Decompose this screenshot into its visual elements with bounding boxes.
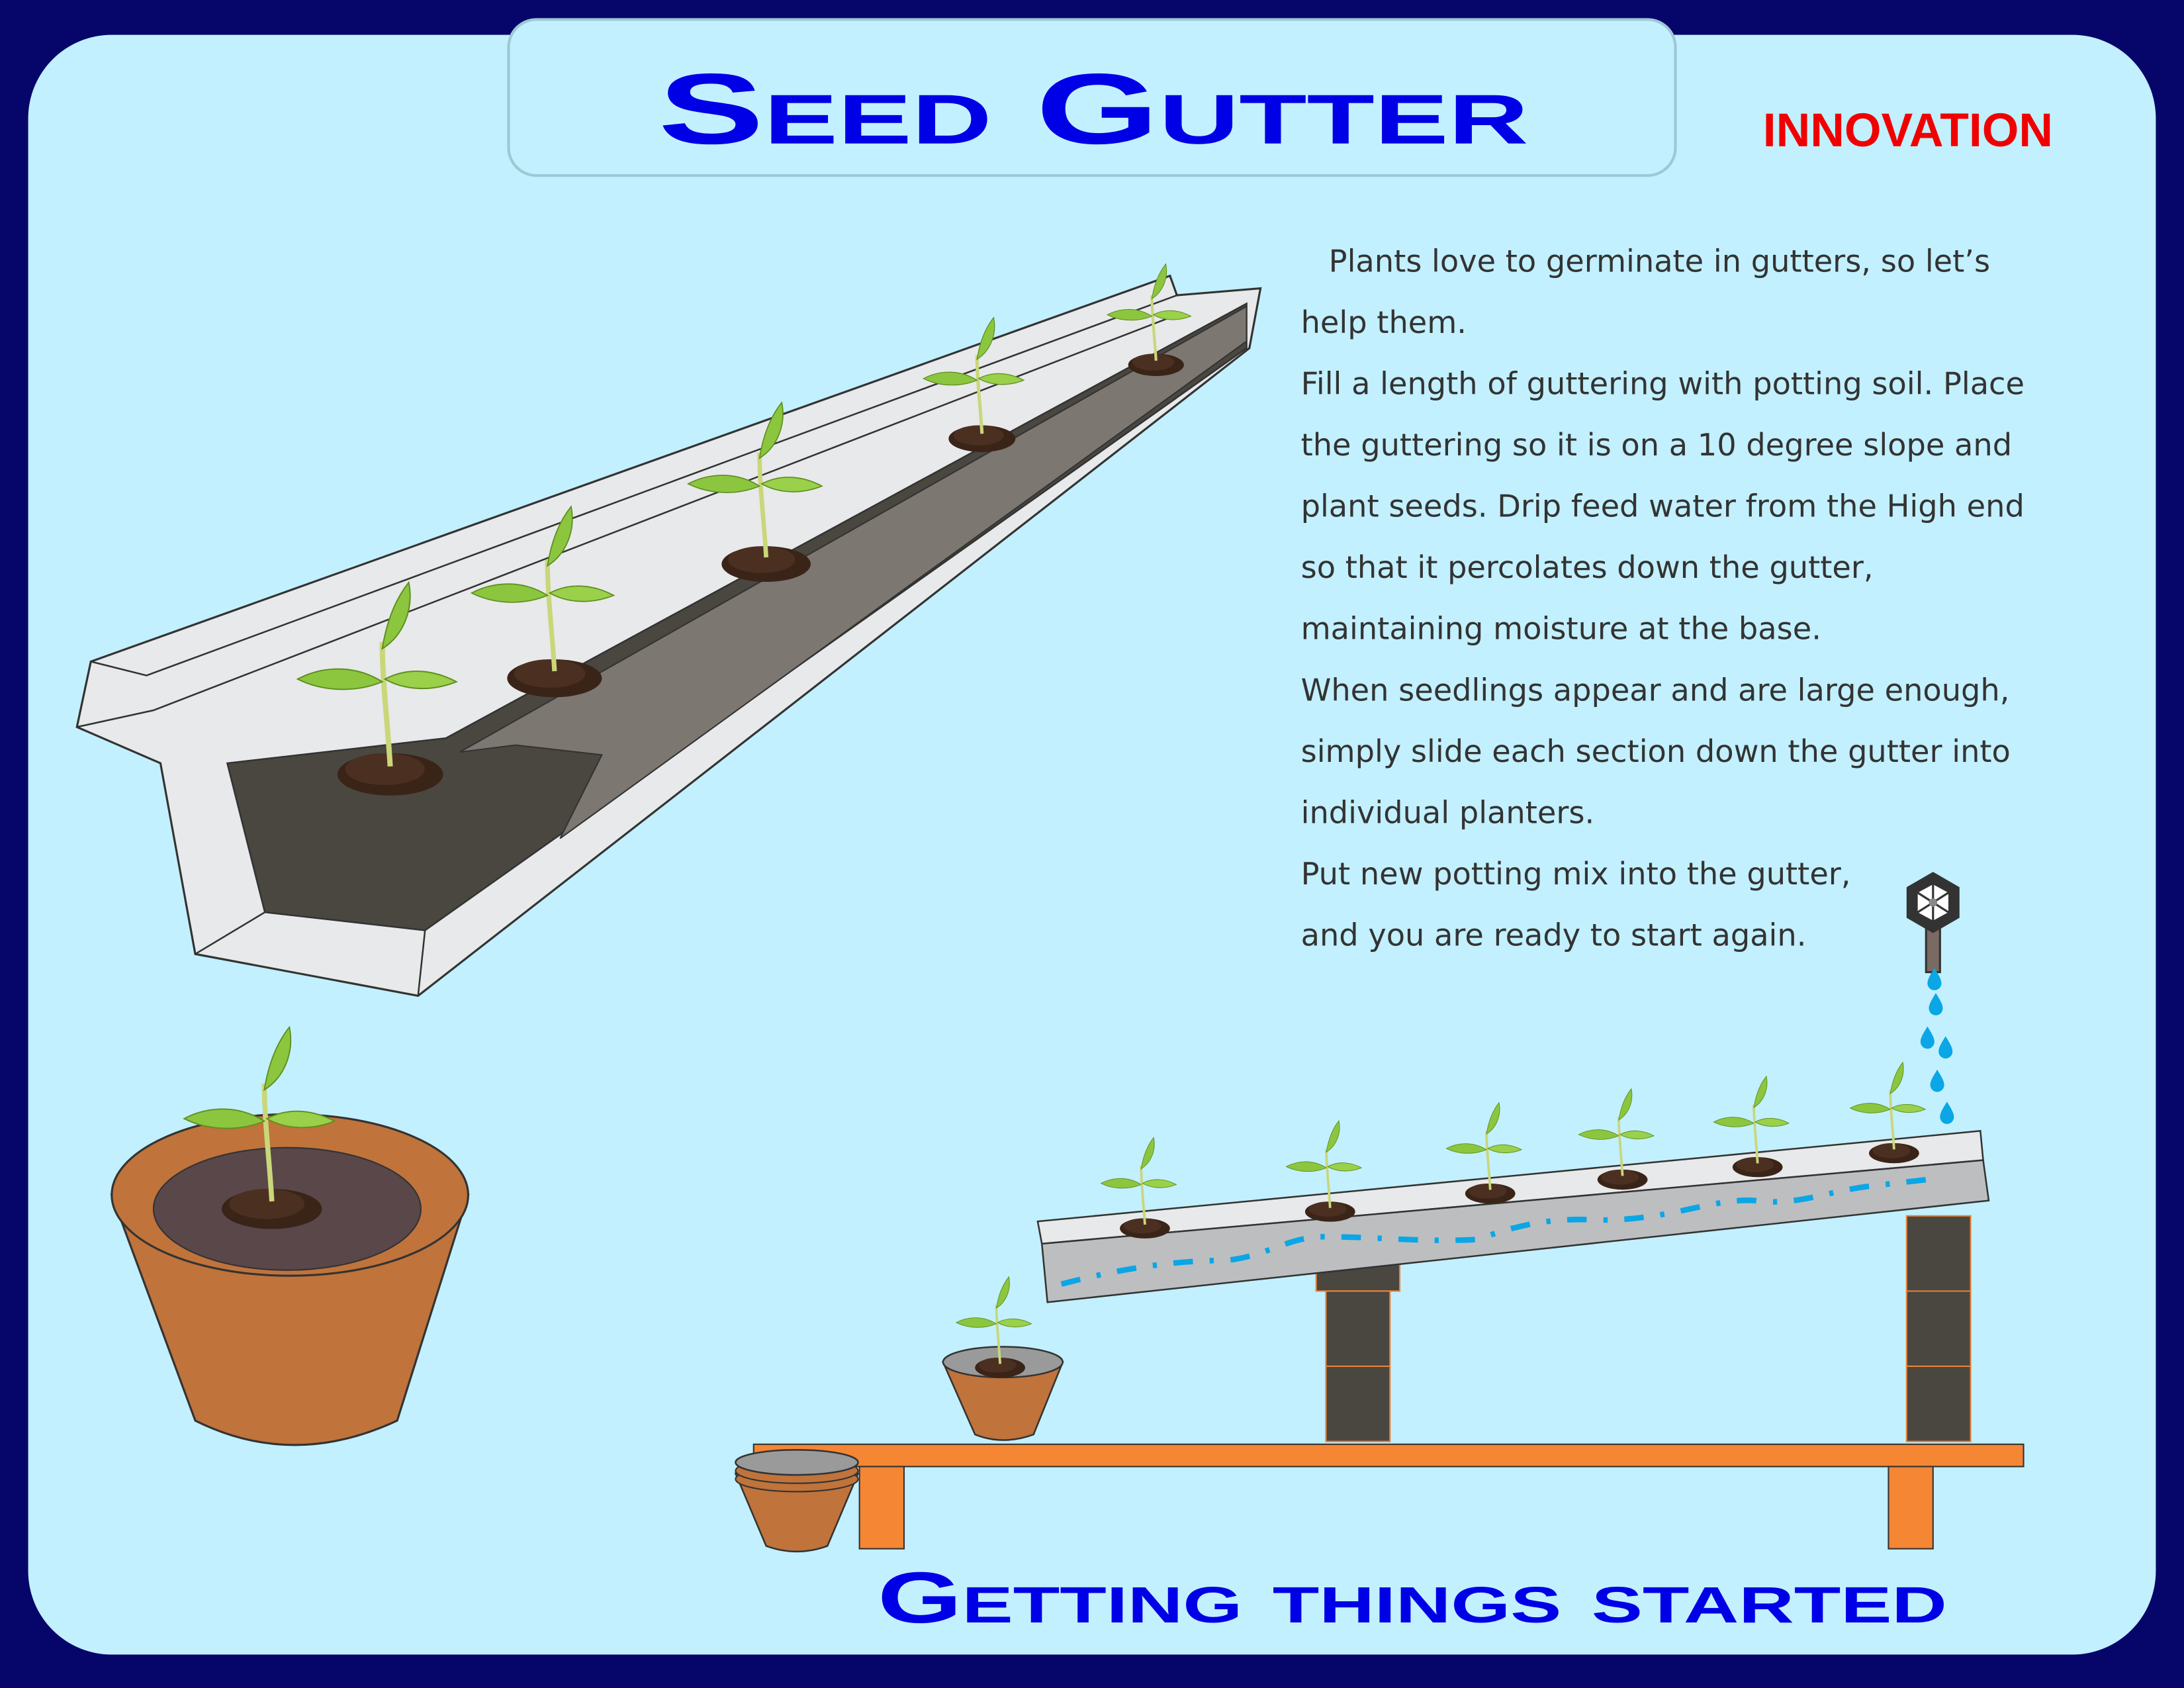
panel: [28, 34, 2156, 1655]
text-line: help them.: [1301, 305, 1467, 340]
text-line: maintaining moisture at the base.: [1301, 611, 1821, 647]
water-flow-line: [1060, 1175, 1939, 1287]
description-text: Plants love to germinate in gutters, so …: [1301, 243, 2025, 953]
text-line: the guttering so it is on a 10 degree sl…: [1301, 427, 2012, 463]
text-line: plant seeds. Drip feed water from the Hi…: [1301, 489, 2025, 524]
gutter-perspective-illustration: [75, 264, 1262, 998]
text-line: Put new potting mix into the gutter,: [1301, 856, 1851, 892]
footer-caption: Getting things started: [878, 1558, 1947, 1638]
text-line: so that it percolates down the gutter,: [1301, 549, 1874, 585]
small-pot: [941, 1275, 1064, 1441]
text-line: individual planters.: [1301, 794, 1595, 830]
page-title: Seed Gutter: [659, 54, 1529, 165]
gutter-setup-illustration: [734, 872, 2025, 1553]
drip-valve-icon: [1906, 872, 1960, 974]
text-line: When seedlings appear and are large enou…: [1301, 672, 2010, 708]
stacked-pots: [734, 1448, 860, 1553]
text-line: Fill a length of guttering with potting …: [1301, 365, 2025, 401]
innovation-tag: INNOVATION: [1763, 104, 2053, 157]
text-line: and you are ready to start again.: [1301, 917, 1807, 953]
text-line: Plants love to germinate in gutters, so …: [1329, 243, 1990, 279]
title-tab: [507, 18, 1677, 177]
text-line: simply slide each section down the gutte…: [1301, 733, 2011, 769]
large-pot-illustration: [110, 1027, 470, 1446]
